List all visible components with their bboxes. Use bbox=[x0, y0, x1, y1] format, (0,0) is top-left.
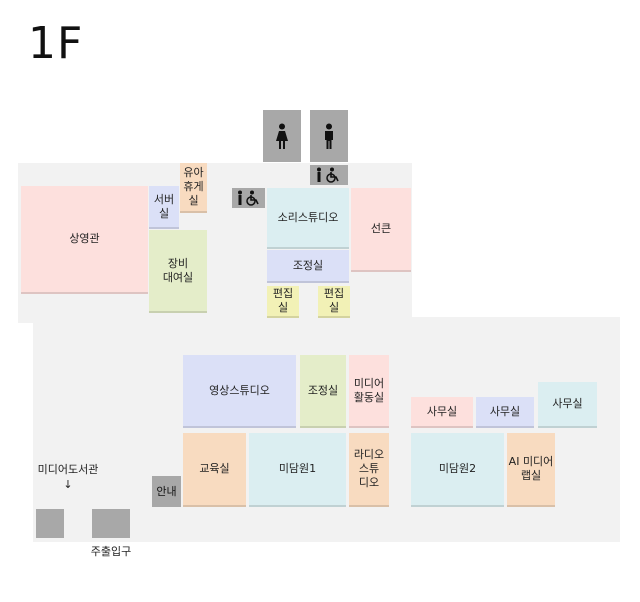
floor-title: 1F bbox=[28, 18, 84, 69]
accessible-restroom-top[interactable] bbox=[310, 165, 348, 185]
room-video-studio[interactable]: 영상스튜디오 bbox=[183, 355, 296, 428]
room-office-2[interactable]: 사무실 bbox=[476, 397, 534, 428]
room-midamwon-1[interactable]: 미담원1 bbox=[249, 433, 346, 507]
room-office-3[interactable]: 사무실 bbox=[538, 382, 597, 428]
room-control-mid[interactable]: 조정실 bbox=[300, 355, 346, 428]
room-server[interactable]: 서버 실 bbox=[149, 186, 179, 229]
room-control-top[interactable]: 조정실 bbox=[267, 250, 349, 283]
accessible-restroom-left[interactable] bbox=[232, 188, 265, 208]
male-restroom-icon bbox=[325, 123, 333, 149]
room-equipment[interactable]: 장비 대여실 bbox=[149, 230, 207, 313]
room-edit-1[interactable]: 편집 실 bbox=[267, 286, 299, 318]
male-restroom[interactable] bbox=[310, 110, 348, 162]
room-office-1[interactable]: 사무실 bbox=[411, 397, 473, 428]
female-restroom[interactable] bbox=[263, 110, 301, 162]
accessible-restroom-icon bbox=[237, 190, 259, 206]
room-radio-studio[interactable]: 라디오 스튜 디오 bbox=[349, 433, 389, 507]
main-entrance-label[interactable]: 주출입구 bbox=[90, 545, 132, 558]
room-midamwon-2[interactable]: 미담원2 bbox=[411, 433, 504, 507]
room-nursing[interactable]: 유아 휴게 실 bbox=[180, 163, 207, 213]
room-edit-2[interactable]: 편집 실 bbox=[318, 286, 350, 318]
room-ai-lab[interactable]: AI 미디어 랩실 bbox=[507, 433, 555, 507]
female-restroom-icon bbox=[276, 123, 288, 149]
accessible-restroom-icon bbox=[317, 167, 339, 183]
entrance-pillar-left bbox=[36, 509, 64, 538]
info-desk[interactable]: 안내 bbox=[152, 476, 181, 507]
room-sangyeonggwan[interactable]: 상영관 bbox=[21, 186, 148, 294]
media-library-label[interactable]: 미디어도서관 ↓ bbox=[37, 463, 99, 491]
room-classroom[interactable]: 교육실 bbox=[183, 433, 246, 507]
room-sound-studio[interactable]: 소리스튜디오 bbox=[267, 188, 349, 249]
entrance-pillar-right bbox=[92, 509, 130, 538]
room-seon-keun[interactable]: 선큰 bbox=[351, 188, 411, 272]
room-media-activity[interactable]: 미디어 활동실 bbox=[349, 355, 389, 428]
